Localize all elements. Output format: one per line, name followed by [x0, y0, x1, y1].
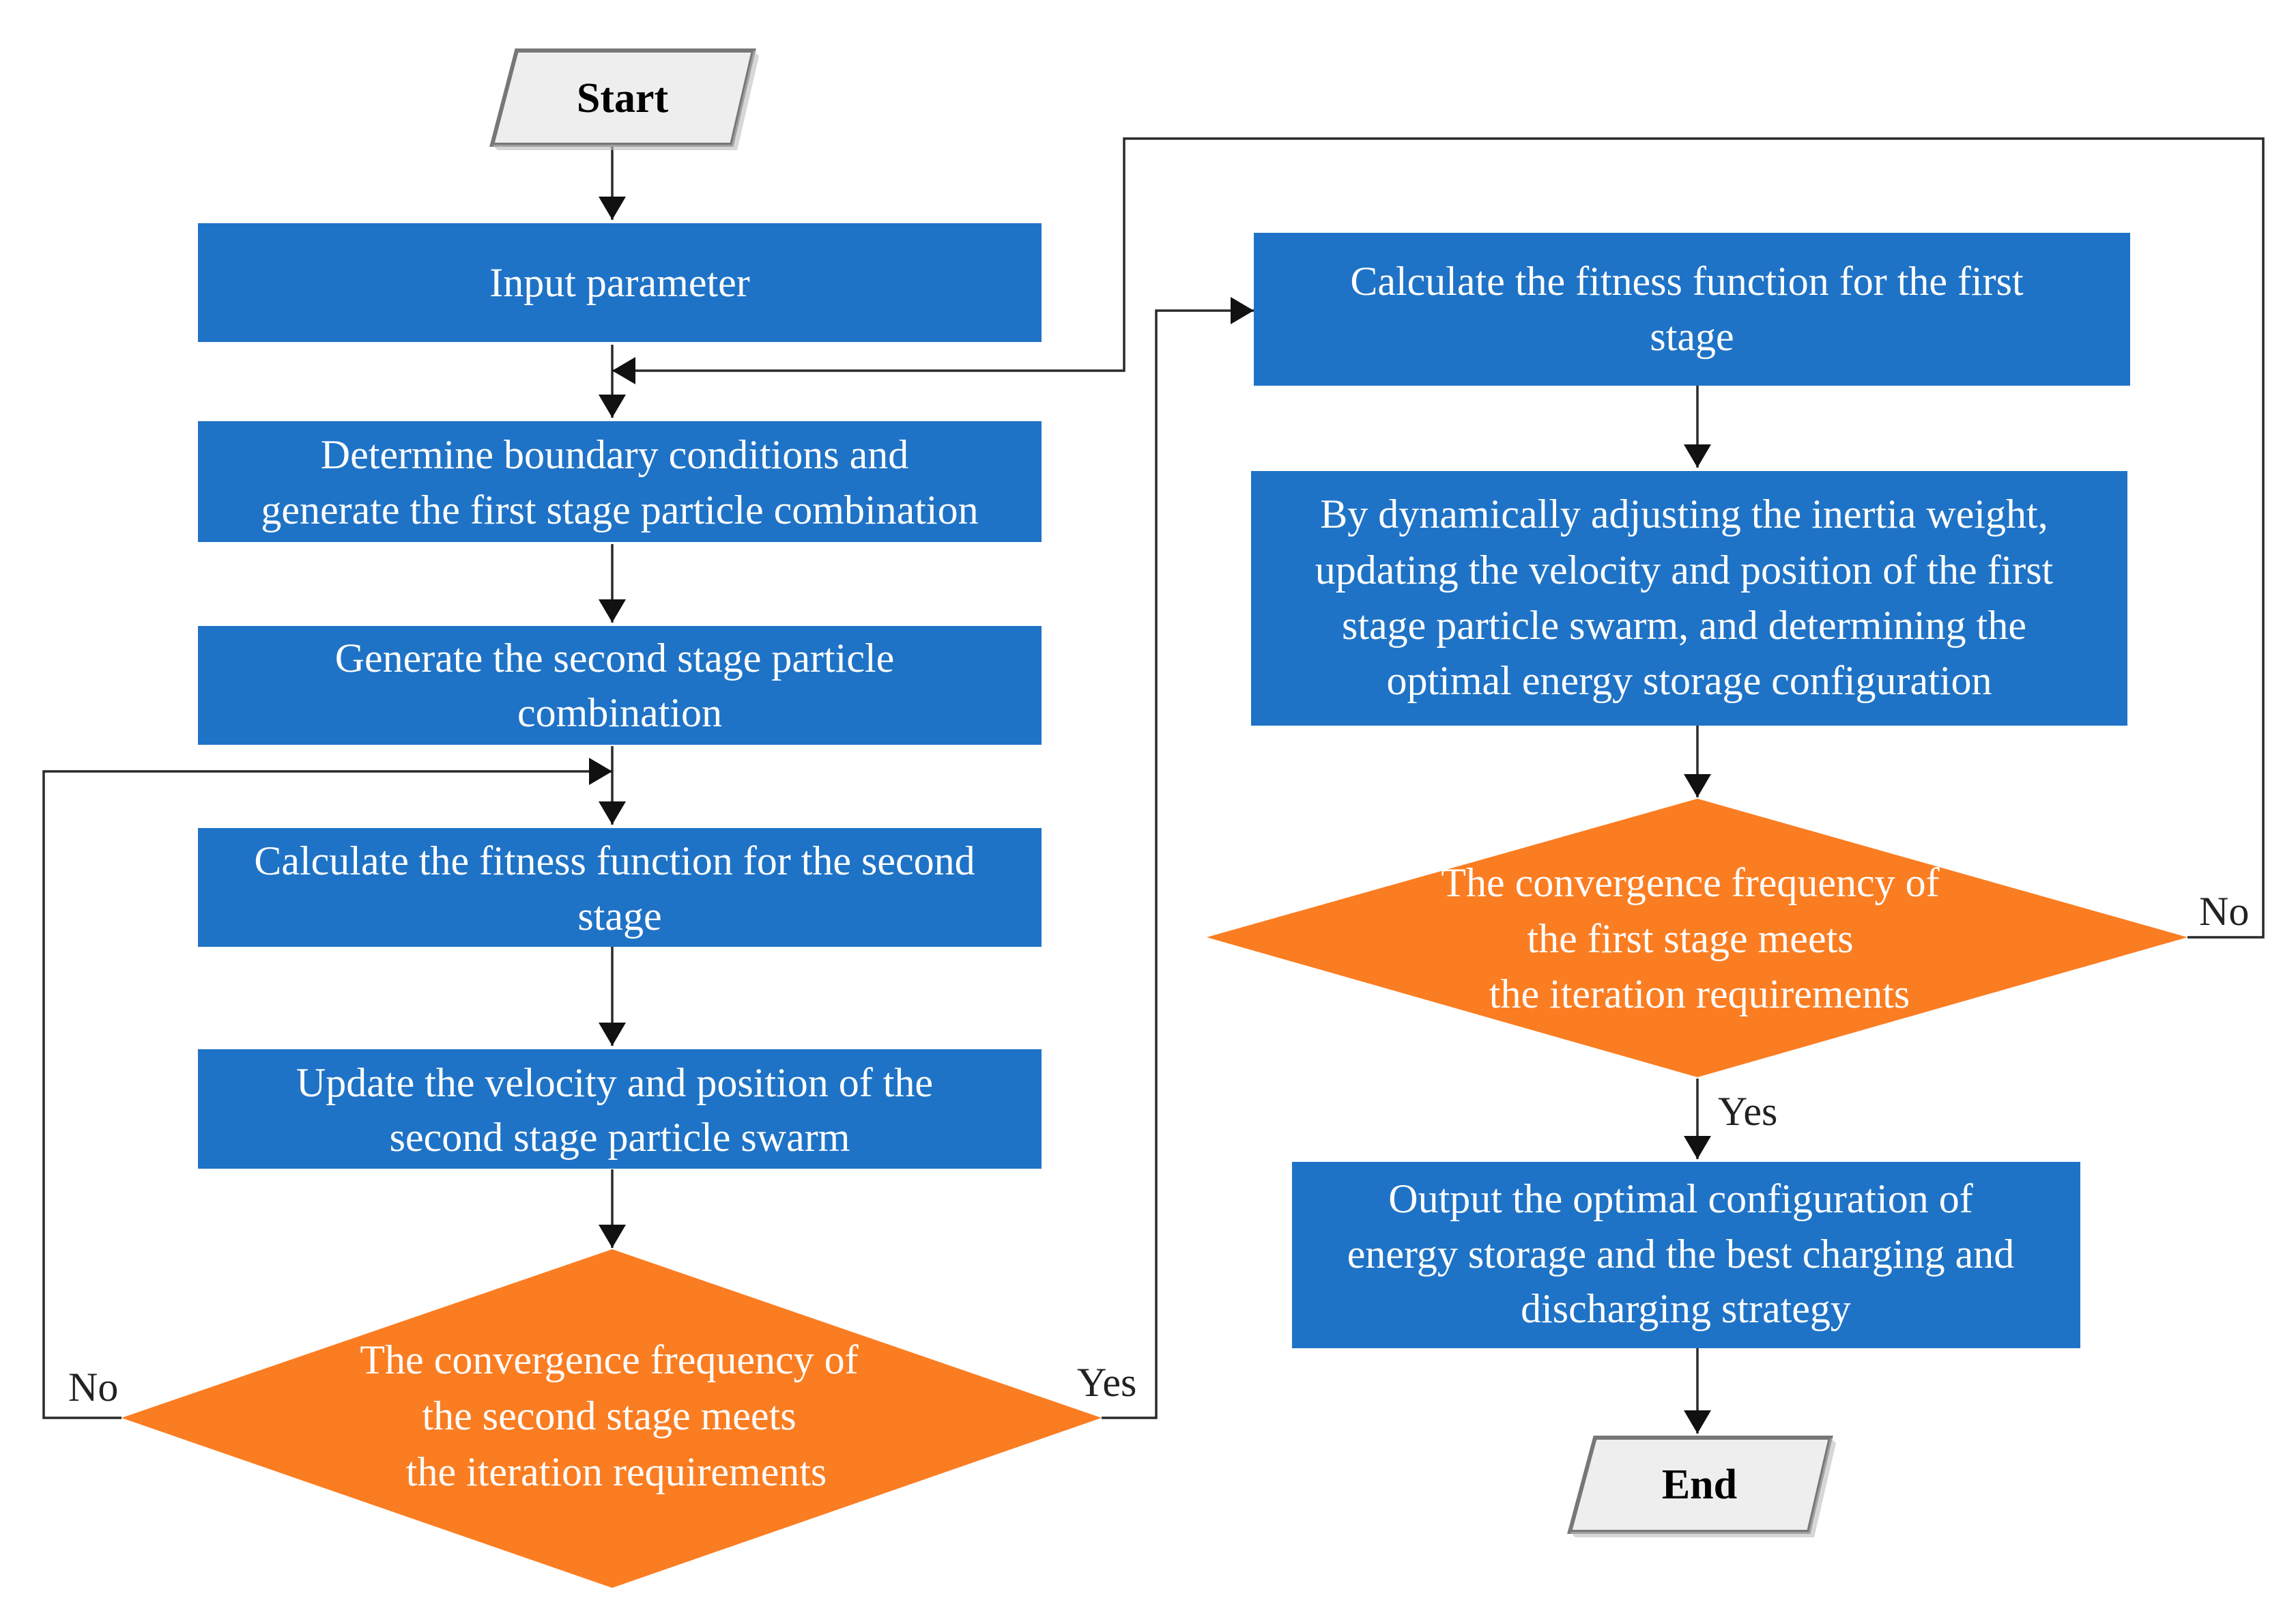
process-determine-boundary: Determine boundary conditions and genera… — [198, 421, 1042, 542]
process-text: Calculate the fitness function for the s… — [254, 838, 985, 939]
text-line: the iteration requirements — [1489, 971, 1910, 1016]
text-line: Determine boundary conditions and — [321, 432, 908, 477]
decision-text: The convergence frequency of the second … — [360, 1337, 868, 1494]
process-box — [198, 223, 1042, 342]
text-line: combination — [517, 690, 722, 735]
end-terminal: End — [1567, 1436, 1836, 1537]
text-line: stage — [577, 894, 661, 939]
decision-diamond — [1207, 799, 2187, 1077]
text-line: second stage particle swarm — [390, 1115, 850, 1160]
process-box — [198, 626, 1042, 745]
branch-label-second-no: No — [68, 1365, 118, 1410]
text-line: discharging strategy — [1521, 1286, 1851, 1331]
decision-text: The convergence frequency of the first s… — [1441, 860, 1949, 1016]
process-box — [1251, 471, 2127, 726]
text-line: Calculate the fitness function for the s… — [254, 838, 975, 883]
text-line: The convergence frequency of — [360, 1337, 858, 1382]
branch-label-first-yes: Yes — [1718, 1089, 1777, 1134]
process-text: By dynamically adjusting the inertia wei… — [1315, 492, 2063, 703]
decision-diamond — [121, 1249, 1102, 1588]
process-adjust-inertia: By dynamically adjusting the inertia wei… — [1251, 471, 2127, 726]
start-label: Start — [577, 75, 669, 122]
arrow-decision-first-no-loop — [612, 137, 2265, 939]
decision-first-stage: The convergence frequency of the first s… — [1207, 799, 2187, 1077]
arrow-decision-second-no-loop — [42, 758, 612, 1419]
process-generate-second: Generate the second stage particle combi… — [198, 626, 1042, 745]
branch-labels: No Yes No Yes — [68, 889, 2249, 1410]
text-line: The convergence frequency of — [1441, 860, 1939, 905]
process-input-parameter: Input parameter — [198, 223, 1042, 342]
text-line: Output the optimal configuration of — [1388, 1176, 1973, 1221]
branch-label-second-yes: Yes — [1077, 1360, 1136, 1405]
start-terminal: Start — [489, 48, 759, 150]
process-text: Calculate the fitness function for the f… — [1350, 259, 2033, 359]
process-calc-fitness-second: Calculate the fitness function for the s… — [198, 828, 1042, 947]
text-line: the first stage meets — [1527, 916, 1853, 961]
process-text: Input parameter — [489, 260, 749, 305]
text-line: updating the velocity and position of th… — [1315, 547, 2054, 593]
process-text: Generate the second stage particle combi… — [335, 636, 905, 735]
text-line: Input parameter — [489, 260, 749, 305]
process-output-optimal: Output the optimal configuration of ener… — [1292, 1162, 2080, 1348]
arrow-decision-second-yes-to-calc-first — [1102, 297, 1254, 1419]
text-line: energy storage and the best charging and — [1347, 1231, 2014, 1277]
process-calc-fitness-first: Calculate the fitness function for the f… — [1254, 233, 2130, 386]
text-line: generate the first stage particle combin… — [261, 487, 978, 532]
text-line: the iteration requirements — [406, 1449, 827, 1494]
end-label: End — [1662, 1462, 1737, 1508]
process-text: Output the optimal configuration of ener… — [1347, 1176, 2024, 1331]
text-line: stage particle swarm, and determining th… — [1342, 603, 2026, 648]
process-update-second: Update the velocity and position of the … — [198, 1049, 1042, 1169]
process-box — [198, 828, 1042, 947]
process-box — [198, 421, 1042, 542]
process-text: Update the velocity and position of the … — [296, 1060, 943, 1160]
text-line: stage — [1650, 314, 1734, 359]
text-line: the second stage meets — [422, 1393, 796, 1438]
text-line: Generate the second stage particle — [335, 636, 895, 681]
process-box — [1292, 1162, 2080, 1348]
text-line: Calculate the fitness function for the f… — [1350, 259, 2024, 304]
connectors — [42, 137, 2265, 1434]
process-box — [198, 1049, 1042, 1169]
process-text: Determine boundary conditions and genera… — [261, 432, 978, 532]
text-line: optimal energy storage configuration — [1387, 658, 1992, 703]
decision-second-stage: The convergence frequency of the second … — [121, 1249, 1102, 1588]
process-box — [1254, 233, 2130, 386]
branch-label-first-no: No — [2199, 889, 2249, 934]
text-line: By dynamically adjusting the inertia wei… — [1320, 492, 2048, 537]
text-line: Update the velocity and position of the — [296, 1060, 933, 1105]
